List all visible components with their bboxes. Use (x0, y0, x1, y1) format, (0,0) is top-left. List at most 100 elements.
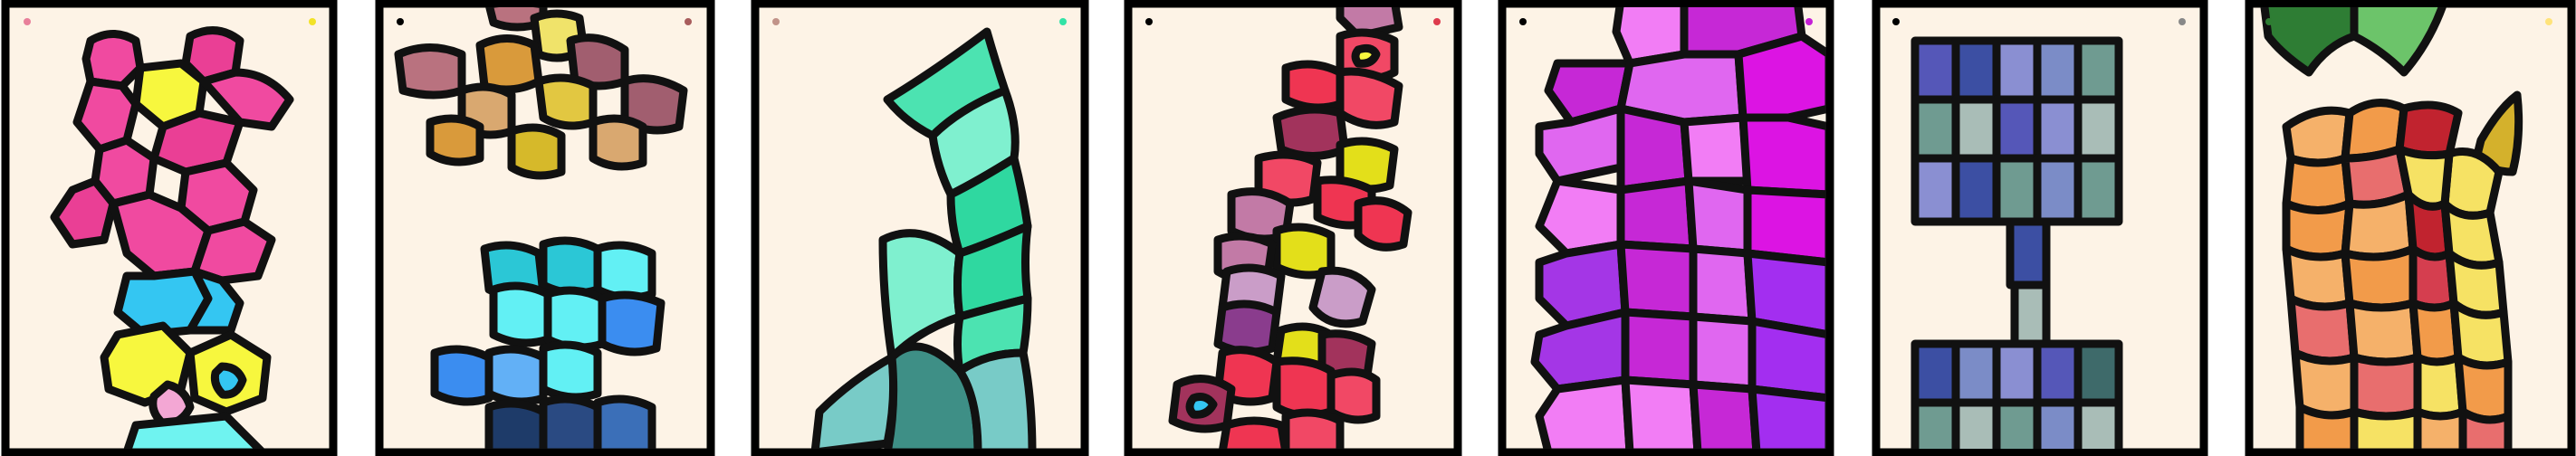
p6-tile (2073, 398, 2123, 449)
p4-tile (1326, 367, 1381, 424)
p5-tile (1743, 185, 1826, 267)
p6-dot-left (1892, 18, 1900, 25)
p2-tile (589, 114, 647, 171)
p7-tile (2350, 7, 2447, 77)
p2-tile (426, 114, 484, 166)
p6-tile (1992, 154, 2042, 226)
p6-dot-right (2179, 18, 2186, 25)
p7-tile (2341, 244, 2418, 312)
p2-tile (484, 399, 548, 449)
p6-tile (1951, 36, 2001, 104)
panel-1-pattern (50, 26, 294, 449)
p4-tile (1336, 67, 1403, 129)
p6-tile (1992, 398, 2042, 449)
p6-tile (2033, 95, 2083, 163)
p1-tile (199, 68, 294, 131)
p7-tile (2260, 7, 2359, 77)
p7-tile (2413, 407, 2467, 449)
p5-dot-right (1805, 18, 1813, 25)
p6-tile (1951, 95, 2001, 163)
p6-tile (1910, 398, 1960, 449)
p5-tile (1734, 32, 1826, 122)
p4-tile (1308, 266, 1376, 328)
panel-7-pattern (2260, 7, 2523, 449)
p2-tile (593, 241, 656, 302)
p2-tile (539, 340, 602, 402)
p6-tile (2033, 398, 2083, 449)
p3-dot-left (772, 18, 780, 25)
p7-tile (2295, 403, 2359, 449)
p5-tile (1621, 375, 1702, 449)
p6-tile (2073, 154, 2123, 226)
p1-dot-left (24, 18, 31, 25)
p6-tile (1992, 95, 2042, 163)
p5-tile (1621, 308, 1698, 389)
p4-tile (1219, 416, 1289, 449)
p5-tile (1684, 176, 1752, 258)
p7-tile (2350, 353, 2422, 421)
p6-tile (2006, 217, 2051, 290)
p4-tile (1351, 43, 1381, 68)
p3-tile (955, 348, 1037, 449)
p7-dot-right (2545, 18, 2552, 25)
p5-tile (1743, 249, 1826, 339)
p7-tile (2350, 407, 2422, 449)
p2-dot-right (685, 18, 692, 25)
p5-tile (1616, 176, 1698, 253)
p7-tile (2282, 154, 2354, 214)
p6-tile (2073, 95, 2123, 163)
p4-tile (1354, 196, 1412, 252)
p5-tile (1689, 312, 1757, 394)
p5-tile (1689, 380, 1761, 449)
panel-3-pattern (810, 27, 1037, 449)
p5-tile (1616, 104, 1693, 195)
p4-tile (1272, 356, 1336, 420)
p5-tile (1535, 375, 1634, 449)
p2-tile (507, 123, 566, 180)
p6-tile (2033, 339, 2083, 407)
p5-tile (1738, 113, 1826, 199)
p4-tile (1272, 105, 1349, 160)
p6-tile (2073, 339, 2123, 407)
p6-tile (1992, 339, 2042, 407)
p4-tile (1281, 408, 1345, 449)
p7-tile (2458, 407, 2513, 449)
p5-tile (1616, 240, 1698, 321)
p5-tile (1748, 317, 1826, 403)
p6-tile (1951, 339, 2001, 407)
p2-tile (394, 43, 466, 100)
p6-tile (1910, 95, 1960, 163)
panel-5-pattern (1530, 7, 1826, 449)
panel-4-pattern (1168, 7, 1412, 449)
p1-tile (186, 267, 244, 335)
p2-tile (475, 34, 543, 94)
p6-tile (1910, 339, 1960, 407)
p6-tile (1910, 154, 1960, 226)
p6-tile (1951, 154, 2001, 226)
p4-dot-right (1433, 18, 1441, 25)
p7-tile (2395, 100, 2463, 160)
p6-tile (1910, 36, 1960, 104)
p2-tile (484, 345, 548, 406)
p4-tile (1185, 393, 1218, 419)
p2-tile (489, 281, 552, 347)
p1-tile (210, 362, 247, 399)
p6-tile (2010, 280, 2051, 348)
p2-tile (539, 236, 602, 298)
p7-tile (2282, 106, 2354, 167)
p2-tile (539, 394, 602, 449)
p7-dot-left (2265, 18, 2273, 25)
p6-tile (1992, 36, 2042, 104)
p2-tile (543, 286, 607, 352)
panel-6-pattern (1910, 36, 2123, 449)
p6-tile (2033, 154, 2083, 226)
p2-dot-left (397, 18, 404, 25)
p1-dot-right (309, 18, 316, 25)
p2-tile (598, 290, 666, 356)
p6-tile (2073, 36, 2123, 104)
p5-dot-left (1519, 18, 1527, 25)
p4-dot-left (1145, 18, 1153, 25)
p5-tile (1689, 244, 1757, 326)
p5-tile (1748, 385, 1826, 449)
